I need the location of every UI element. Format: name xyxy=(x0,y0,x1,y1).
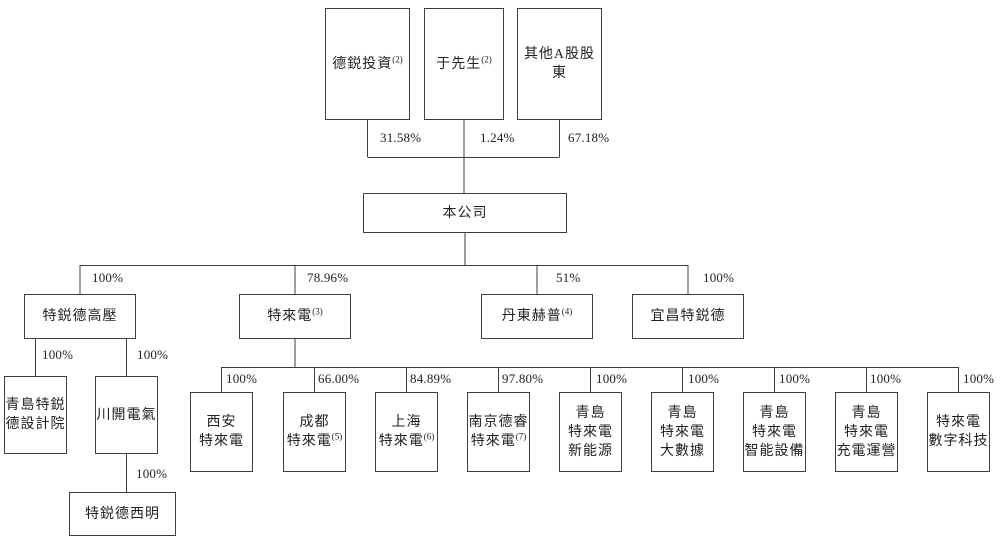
node-tgood-high-voltage: 特鋭德高壓 xyxy=(24,294,136,339)
node-qingdao-teld-new-energy: 青島 特來電 新能源 xyxy=(559,392,622,472)
connector-teld-to-children xyxy=(221,339,959,392)
node-shanghai-teld: 上海 特來電(6) xyxy=(375,392,438,472)
node-derui-investment: 德鋭投資(2) xyxy=(325,8,410,120)
ownership-percent-design-institute: 100% xyxy=(42,347,74,362)
ownership-percent-yichang: 100% xyxy=(703,270,735,285)
node-teld: 特來電(3) xyxy=(239,294,351,339)
ownership-percent-chengdu: 66.00% xyxy=(318,371,360,386)
node-teld-digital-technology: 特來電 數字科技 xyxy=(927,392,990,472)
ownership-percent-xian: 100% xyxy=(226,371,258,386)
footnote-ref: (2) xyxy=(392,53,403,64)
node-yichang-tgood: 宜昌特鋭德 xyxy=(632,294,744,339)
ownership-percent-digital-technology: 100% xyxy=(963,371,995,386)
ownership-percent-hv: 100% xyxy=(92,270,124,285)
ownership-percent-other-a: 67.18% xyxy=(568,130,610,145)
node-qingdao-teld-smart-equipment: 青島 特來電 智能設備 xyxy=(743,392,806,472)
ownership-percent-derui: 31.58% xyxy=(380,130,422,145)
footnote-ref: (2) xyxy=(481,53,492,64)
node-chengdu-teld: 成都 特來電(5) xyxy=(283,392,346,472)
ownership-percent-dandong: 51% xyxy=(556,270,581,285)
node-nanjing-derui-teld: 南京德睿 特來電(7) xyxy=(467,392,530,472)
node-tgood-ximing: 特鋭德西明 xyxy=(69,492,176,536)
footnote-ref: (6) xyxy=(423,431,435,442)
node-xian-teld: 西安 特來電 xyxy=(190,392,253,472)
connector-company-to-tier2 xyxy=(79,233,689,294)
ownership-percent-big-data: 100% xyxy=(688,371,720,386)
node-mr-yu: 于先生(2) xyxy=(424,8,504,120)
ownership-percent-charging-operation: 100% xyxy=(870,371,902,386)
connector-hv-to-children xyxy=(35,339,127,376)
node-the-company: 本公司 xyxy=(363,193,567,233)
ownership-percent-mr-yu: 1.24% xyxy=(480,130,515,145)
node-other-a-shareholders: 其他A股股東 xyxy=(517,8,602,120)
ownership-percent-shanghai: 84.89% xyxy=(410,371,452,386)
node-qingdao-teld-charging-operation: 青島 特來電 充電運營 xyxy=(835,392,898,472)
footnote-ref: (4) xyxy=(561,306,573,317)
connector-shareholders-to-company xyxy=(367,120,560,193)
ownership-percent-ximing: 100% xyxy=(136,466,168,481)
node-qingdao-teld-big-data: 青島 特來電 大數據 xyxy=(651,392,714,472)
footnote-ref: (7) xyxy=(515,431,527,442)
ownership-percent-chuankai: 100% xyxy=(137,347,169,362)
node-dandong-hepu: 丹東赫普(4) xyxy=(481,294,593,339)
footnote-ref: (3) xyxy=(312,306,323,317)
ownership-percent-new-energy: 100% xyxy=(596,371,628,386)
ownership-percent-nanjing: 97.80% xyxy=(502,371,544,386)
footnote-ref: (5) xyxy=(331,431,343,442)
node-qingdao-tgood-design-institute: 青島特鋭 德設計院 xyxy=(4,376,67,454)
node-chuankai-electric: 川開電氣 xyxy=(95,376,158,454)
ownership-percent-teld: 78.96% xyxy=(307,270,349,285)
ownership-percent-smart-equipment: 100% xyxy=(779,371,811,386)
